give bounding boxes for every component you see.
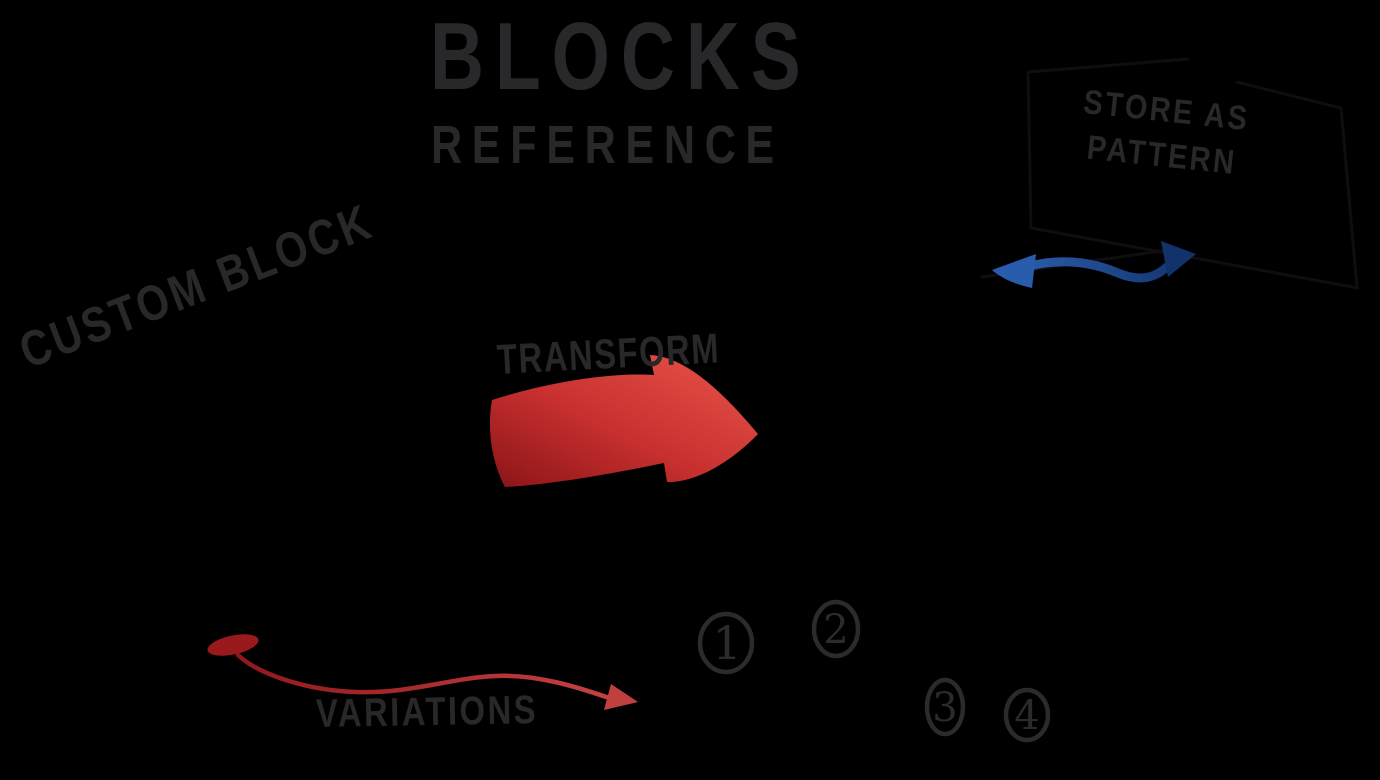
step-badge-2: 2 (811, 599, 861, 659)
page-title: BLOCKS (430, 3, 812, 110)
step-badge-3: 3 (924, 677, 966, 737)
step-badge-1-number: 1 (712, 616, 741, 670)
step-badge-2-number: 2 (823, 607, 848, 653)
page-subtitle: REFERENCE (431, 115, 784, 175)
step-badge-4: 4 (1003, 687, 1051, 743)
store-as-pattern-arrow-icon (992, 241, 1196, 288)
variations-label: VARIATIONS (315, 688, 539, 736)
step-badge-1: 1 (697, 611, 755, 675)
variations-arrow-icon (207, 634, 638, 710)
step-badge-4-number: 4 (1014, 693, 1039, 739)
transform-arrow-icon (489, 355, 758, 487)
store-as-pattern-label: STORE AS PATTERN (1077, 80, 1252, 187)
step-badge-3-number: 3 (932, 685, 957, 731)
